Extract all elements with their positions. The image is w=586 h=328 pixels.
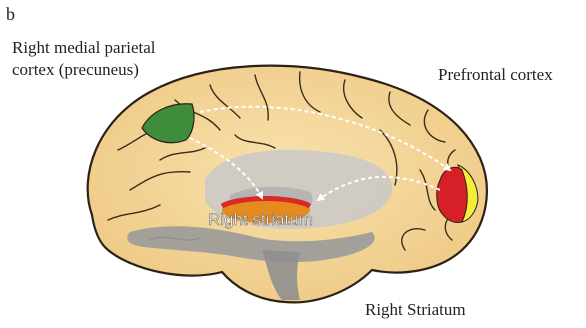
- parietal-label-line-2: cortex (precuneus): [12, 59, 156, 81]
- striatum-outer-label: Right Striatum: [365, 299, 466, 321]
- panel-letter: b: [6, 3, 15, 25]
- striatum-inner-label: Right striatum: [208, 210, 313, 230]
- parietal-label: Right medial parietal cortex (precuneus): [12, 37, 156, 81]
- parietal-label-line-1: Right medial parietal: [12, 37, 156, 59]
- prefrontal-label: Prefrontal cortex: [438, 64, 553, 86]
